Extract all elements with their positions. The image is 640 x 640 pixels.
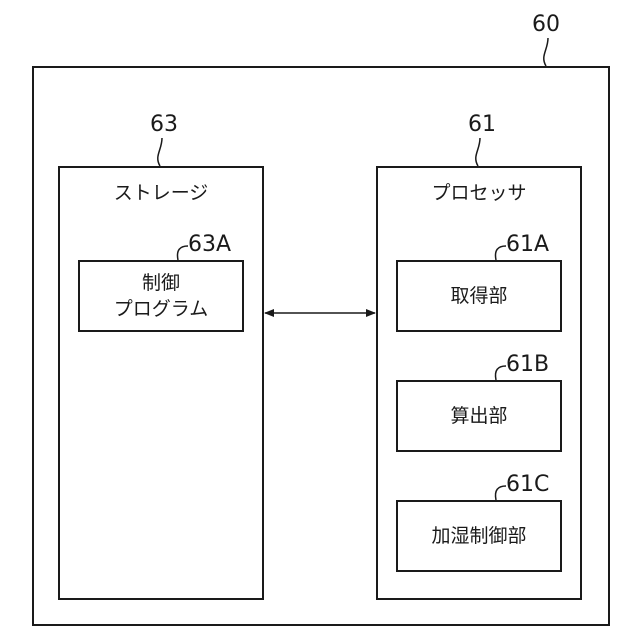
processor-title: プロセッサ <box>378 178 580 205</box>
device-leader-line <box>544 38 548 66</box>
control-program-ref-label: 63A <box>188 234 231 256</box>
calculation-unit-ref-label: 61B <box>506 354 549 376</box>
control-program-line2: プログラム <box>114 296 208 322</box>
calculation-unit-label: 算出部 <box>450 403 507 429</box>
humidification-control-unit-label: 加湿制御部 <box>431 523 526 549</box>
acquisition-unit-ref-label: 61A <box>506 234 549 256</box>
humidification-control-unit-box: 加湿制御部 <box>396 500 562 572</box>
humidification-control-unit-ref-label: 61C <box>506 474 549 496</box>
control-program-line1: 制御 <box>142 270 180 296</box>
processor-ref-label: 61 <box>468 114 496 136</box>
device-ref-label: 60 <box>532 14 560 36</box>
acquisition-unit-box: 取得部 <box>396 260 562 332</box>
storage-title: ストレージ <box>60 178 262 205</box>
control-program-box: 制御 プログラム <box>78 260 244 332</box>
calculation-unit-box: 算出部 <box>396 380 562 452</box>
acquisition-unit-label: 取得部 <box>450 283 507 309</box>
storage-box: ストレージ <box>58 166 264 600</box>
storage-ref-label: 63 <box>150 114 178 136</box>
